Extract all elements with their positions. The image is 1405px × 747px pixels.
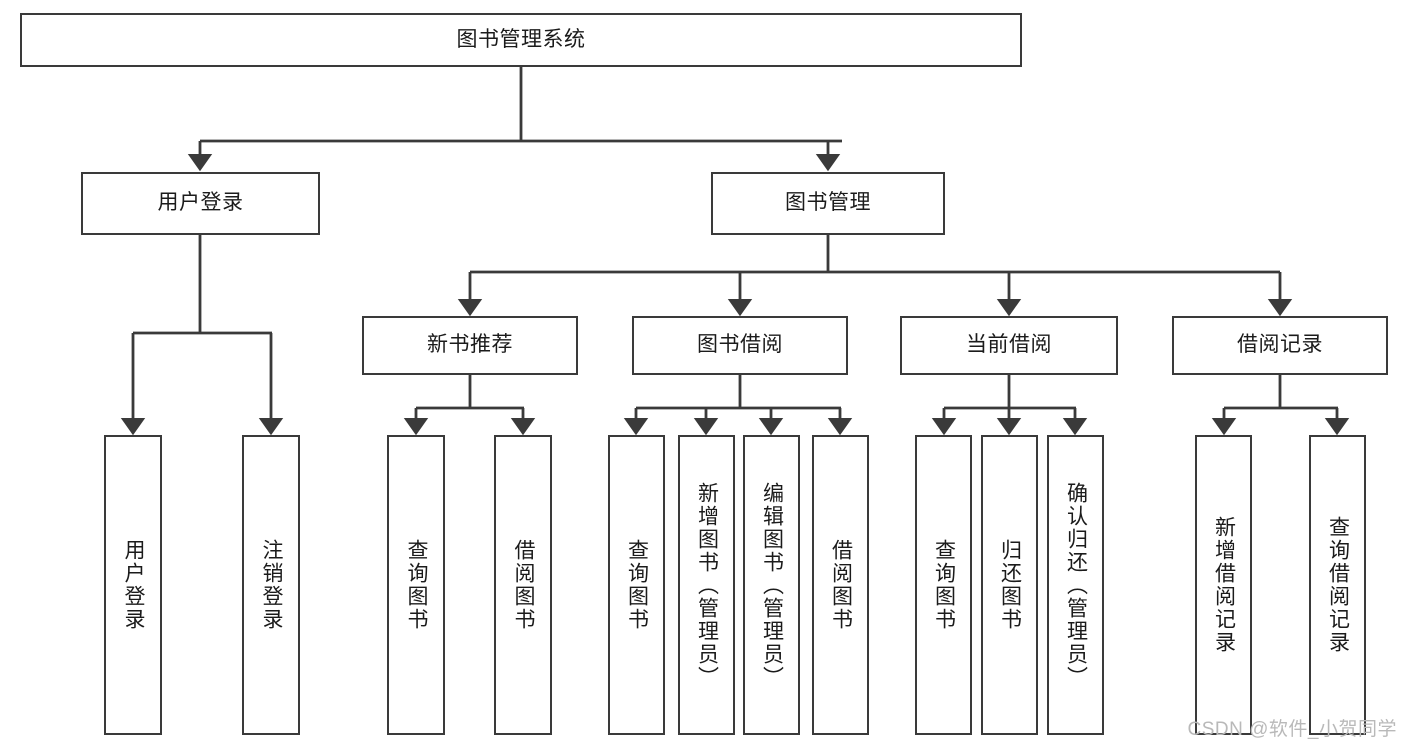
node-label: 查询图书 — [932, 539, 956, 631]
node-label: 确认归还（管理员） — [1064, 481, 1088, 689]
leaf-current-confirm-return-admin[interactable]: 确认归还（管理员） — [1047, 435, 1104, 735]
node-label: 新书推荐 — [427, 333, 513, 357]
node-label: 图书管理系统 — [456, 27, 586, 51]
leaf-record-query-borrow-record[interactable]: 查询借阅记录 — [1309, 435, 1366, 735]
node-label: 图书管理 — [785, 191, 871, 215]
node-label: 借阅记录 — [1237, 333, 1323, 357]
node-label: 注销登录 — [260, 539, 284, 631]
node-label: 查询图书 — [625, 539, 649, 631]
node-label: 用户登录 — [122, 539, 146, 631]
csdn-watermark: CSDN @软件_小贺同学 — [1187, 719, 1397, 740]
node-new-book-recommend[interactable]: 新书推荐 — [362, 316, 578, 375]
node-label: 新增图书（管理员） — [695, 481, 719, 689]
node-label: 用户登录 — [157, 191, 244, 215]
leaf-borrow-edit-book-admin[interactable]: 编辑图书（管理员） — [743, 435, 800, 735]
node-current-borrow[interactable]: 当前借阅 — [900, 316, 1118, 375]
leaf-current-query-book[interactable]: 查询图书 — [915, 435, 972, 735]
leaf-user-login-login[interactable]: 用户登录 — [104, 435, 162, 735]
node-label: 当前借阅 — [966, 333, 1052, 357]
leaf-recommend-borrow-book[interactable]: 借阅图书 — [494, 435, 552, 735]
node-book-management[interactable]: 图书管理 — [711, 172, 945, 235]
node-label: 借阅图书 — [829, 539, 853, 631]
leaf-borrow-borrow-book[interactable]: 借阅图书 — [812, 435, 869, 735]
node-label: 编辑图书（管理员） — [760, 481, 784, 689]
leaf-borrow-add-book-admin[interactable]: 新增图书（管理员） — [678, 435, 735, 735]
node-label: 图书借阅 — [697, 333, 783, 357]
node-label: 查询图书 — [405, 539, 429, 631]
node-borrow-record[interactable]: 借阅记录 — [1172, 316, 1388, 375]
node-label: 归还图书 — [998, 539, 1022, 631]
leaf-borrow-query-book[interactable]: 查询图书 — [608, 435, 665, 735]
node-label: 借阅图书 — [512, 539, 536, 631]
node-root-system[interactable]: 图书管理系统 — [20, 13, 1022, 67]
leaf-current-return-book[interactable]: 归还图书 — [981, 435, 1038, 735]
leaf-user-login-logout[interactable]: 注销登录 — [242, 435, 300, 735]
node-user-login[interactable]: 用户登录 — [81, 172, 320, 235]
node-book-borrow[interactable]: 图书借阅 — [632, 316, 848, 375]
node-label: 新增借阅记录 — [1212, 516, 1236, 654]
leaf-recommend-query-book[interactable]: 查询图书 — [387, 435, 445, 735]
node-label: 查询借阅记录 — [1326, 516, 1350, 654]
leaf-record-add-borrow-record[interactable]: 新增借阅记录 — [1195, 435, 1252, 735]
